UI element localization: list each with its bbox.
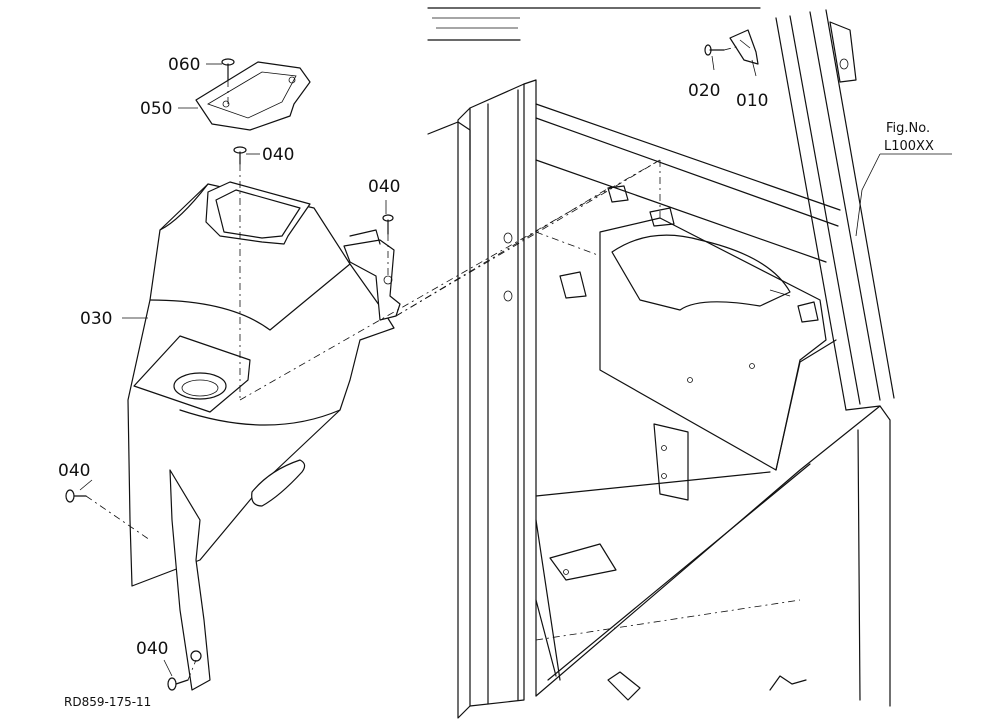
callout-010: 010 xyxy=(736,91,768,111)
console-cover-030 xyxy=(127,181,401,691)
callout-040-left: 040 xyxy=(58,461,90,481)
screw-040-left xyxy=(65,489,87,503)
callout-020: 020 xyxy=(688,81,720,101)
figure-label: Fig.No. xyxy=(886,121,930,136)
cab-frame xyxy=(427,7,895,719)
drawing-code: RD859-175-11 xyxy=(64,695,151,709)
callout-040-mid: 040 xyxy=(368,177,400,197)
callout-040-top: 040 xyxy=(262,145,294,165)
callout-060: 060 xyxy=(168,55,200,75)
cover-plate-050 xyxy=(195,61,311,131)
callout-040-bottom: 040 xyxy=(136,639,168,659)
screw-020 xyxy=(704,44,725,56)
latch-010 xyxy=(729,29,759,65)
callout-030: 030 xyxy=(80,309,112,329)
leader-lines xyxy=(79,55,881,677)
screw-040-top xyxy=(233,146,247,165)
assembly-lines xyxy=(85,45,741,681)
screw-040-mid xyxy=(382,214,394,235)
callout-050: 050 xyxy=(140,99,172,119)
figure-number: L100XX xyxy=(884,139,934,154)
screw-040-bottom xyxy=(167,677,189,691)
screw-060 xyxy=(221,58,235,81)
